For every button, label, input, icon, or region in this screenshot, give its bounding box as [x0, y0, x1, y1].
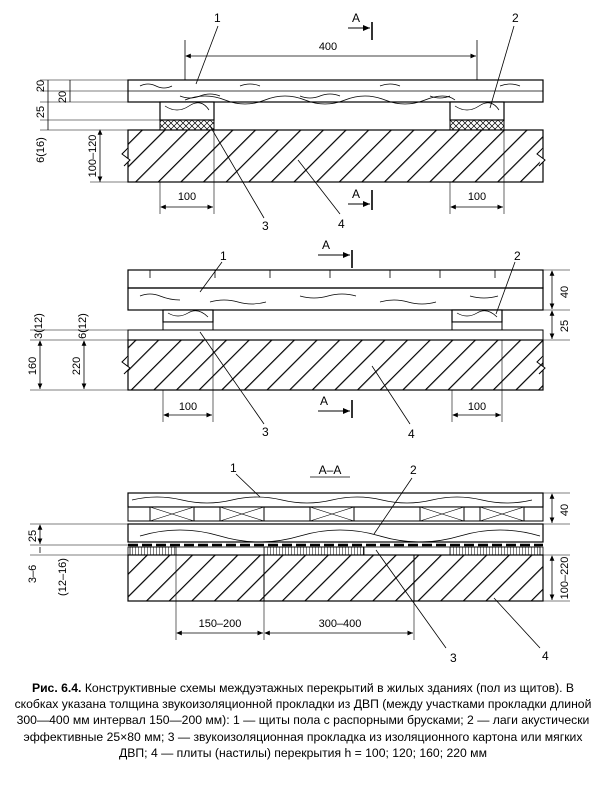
dim-slab-a: 160 [27, 357, 39, 375]
floor-slab [127, 339, 544, 391]
dim-gap: 150–200 [199, 618, 242, 630]
acoustic-pad-right [449, 119, 505, 131]
dim-pad-a: 3(12) [33, 313, 45, 339]
callout-3: 3 [450, 651, 457, 665]
callout-3: 3 [262, 425, 269, 439]
dim-pad-b: 6(12) [77, 313, 89, 339]
callout-2: 2 [410, 463, 417, 477]
acoustic-pad-left [162, 321, 214, 331]
caption-label: Рис. 6.4. [31, 681, 82, 695]
acoustic-pad-left [159, 119, 215, 131]
dim-top-a: 20 [35, 80, 47, 92]
dim-pad: 6(16) [35, 137, 47, 163]
dim-support-left: 100 [179, 401, 197, 413]
section-title: А–А [319, 463, 342, 477]
callout-4: 4 [338, 217, 345, 231]
dim-slab-b: 220 [71, 357, 83, 375]
dim-right-mid: 25 [559, 320, 571, 332]
dim-support-left: 100 [178, 191, 196, 203]
joist [127, 523, 544, 543]
section-mark-bottom: А [352, 187, 360, 201]
acoustic-pad-left [129, 546, 177, 556]
floor-panel [127, 269, 544, 289]
diagram-2: А А 40 25 3(12) 6(12) 160 220 100 100 1 [27, 238, 571, 441]
callout-4: 4 [542, 649, 549, 663]
joist-left [159, 101, 215, 121]
callout-4: 4 [408, 427, 415, 441]
floor-construction-diagrams: 400 А А 20 20 25 6(16) 100–120 100 100 1 [27, 11, 571, 665]
dim-slab: 100–220 [559, 557, 571, 600]
figure-caption: Рис. 6.4. Конструктивные схемы междуэтаж… [12, 680, 594, 761]
joist-left [162, 309, 214, 323]
dim-joist: 25 [35, 106, 47, 118]
callout-1: 1 [220, 249, 227, 263]
dim-slab: 100–120 [87, 135, 99, 178]
section-mark-top: А [322, 238, 330, 252]
diagram-1: 400 А А 20 20 25 6(16) 100–120 100 100 1 [35, 11, 546, 233]
caption-text: Конструктивные схемы междуэтажных перекр… [14, 681, 592, 760]
callout-1: 1 [214, 11, 221, 25]
dim-top-b: 20 [57, 91, 69, 103]
dim-strip: 300–400 [319, 618, 362, 630]
dim-pad-b: (12–16) [57, 558, 69, 596]
acoustic-pad-right [449, 546, 541, 556]
joist-right [451, 309, 503, 323]
callout-2: 2 [512, 11, 519, 25]
dim-right-top: 40 [559, 286, 571, 298]
section-mark-bottom: А [320, 394, 328, 408]
callout-2: 2 [514, 249, 521, 263]
dim-support-right: 100 [468, 191, 486, 203]
dim-pad-a: 3–6 [27, 565, 39, 583]
acoustic-pad-right [451, 321, 503, 331]
joist-right [449, 101, 505, 121]
floor-slab [127, 554, 544, 602]
dim-support-right: 100 [468, 401, 486, 413]
floor-slab [127, 129, 544, 183]
callout-3: 3 [262, 219, 269, 233]
dim-right-top: 40 [559, 504, 571, 516]
section-mark-top: А [352, 11, 360, 25]
dim-left-joist: 25 [27, 530, 39, 542]
acoustic-pad-middle [263, 546, 365, 556]
callout-1: 1 [230, 461, 237, 475]
dim-span: 400 [319, 41, 337, 53]
diagram-3-section: А–А 40 100–220 [27, 461, 571, 665]
